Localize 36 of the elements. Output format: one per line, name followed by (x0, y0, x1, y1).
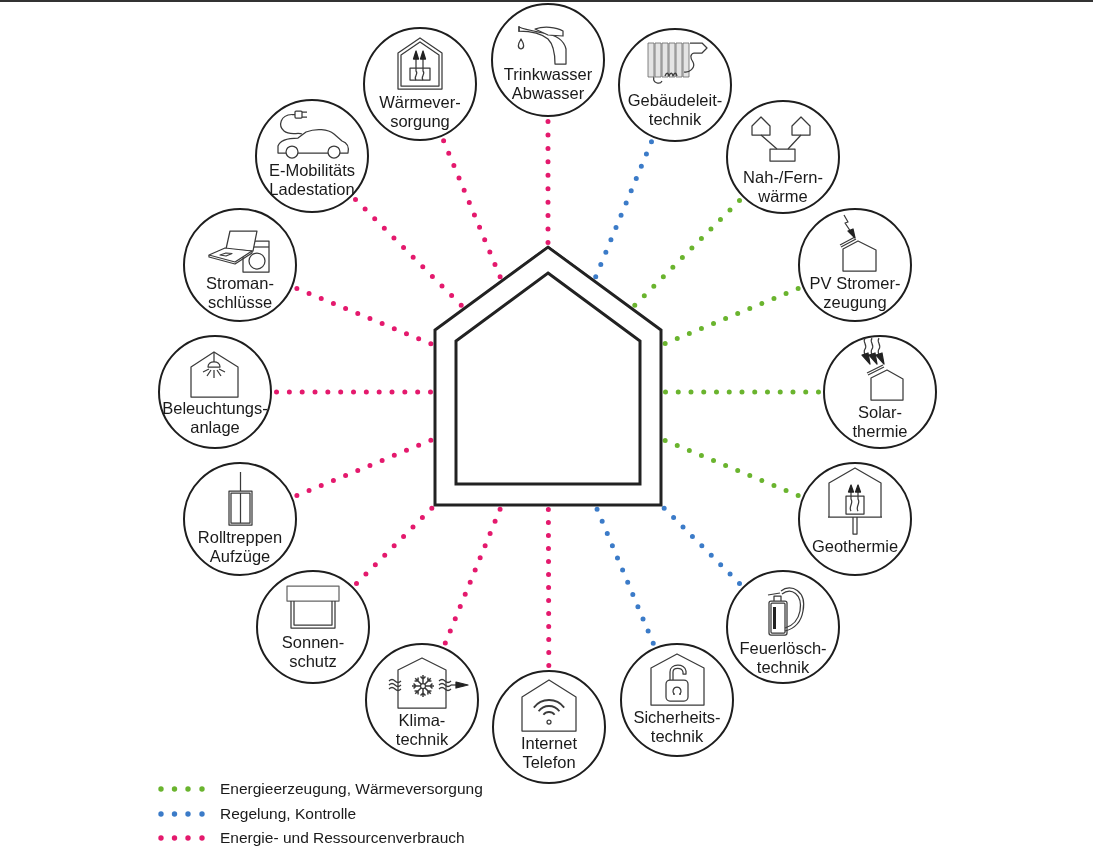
dotted-connector (593, 139, 654, 280)
node-label: Feuerlösch- technik (738, 638, 828, 677)
node-label: Nah-/Fern- wärme (742, 167, 824, 206)
dotted-connector (594, 506, 656, 646)
dotted-connector (441, 138, 503, 280)
node-label: Beleuchtungs- anlage (161, 398, 269, 437)
node-label: Klima- technik (394, 710, 450, 749)
node-label: Geothermie (810, 536, 900, 556)
dotted-connector (354, 505, 435, 586)
node-label: Sonnen- schutz (280, 632, 346, 671)
node-label: Solar- thermie (851, 402, 909, 441)
node-label: Trinkwasser Abwasser (502, 64, 594, 103)
dotted-connector (663, 389, 821, 395)
dotted-connector (442, 506, 503, 646)
node-label: Gebäudeleit- technik (626, 90, 724, 129)
dotted-connector (662, 437, 801, 498)
node-label: Stroman- schlüsse (205, 273, 275, 312)
dotted-connector (294, 437, 434, 499)
dotted-connector (274, 389, 433, 395)
dotted-connector (545, 507, 552, 668)
legend-label: Energie- und Ressourcenverbrauch (220, 829, 465, 847)
dotted-connector (661, 505, 742, 586)
node-label: Sicherheits- technik (632, 707, 722, 746)
node-label: PV Stromer- zeugung (808, 273, 902, 312)
node-label: Internet Telefon (520, 733, 578, 772)
dotted-connector (353, 197, 464, 308)
node-label: E-Mobilitäts Ladestation (267, 160, 357, 199)
dotted-connector (545, 119, 551, 245)
dotted-connector (294, 285, 434, 347)
node-label: Rolltreppen Aufzüge (196, 527, 284, 566)
dotted-connector (632, 198, 742, 308)
house-outline (433, 245, 663, 507)
dotted-connector (662, 286, 801, 347)
legend-label: Regelung, Kontrolle (220, 804, 357, 823)
node-label: Wärmever- sorgung (378, 92, 462, 131)
legend-label: Energieerzeugung, Wärmeversorgung (220, 780, 483, 798)
